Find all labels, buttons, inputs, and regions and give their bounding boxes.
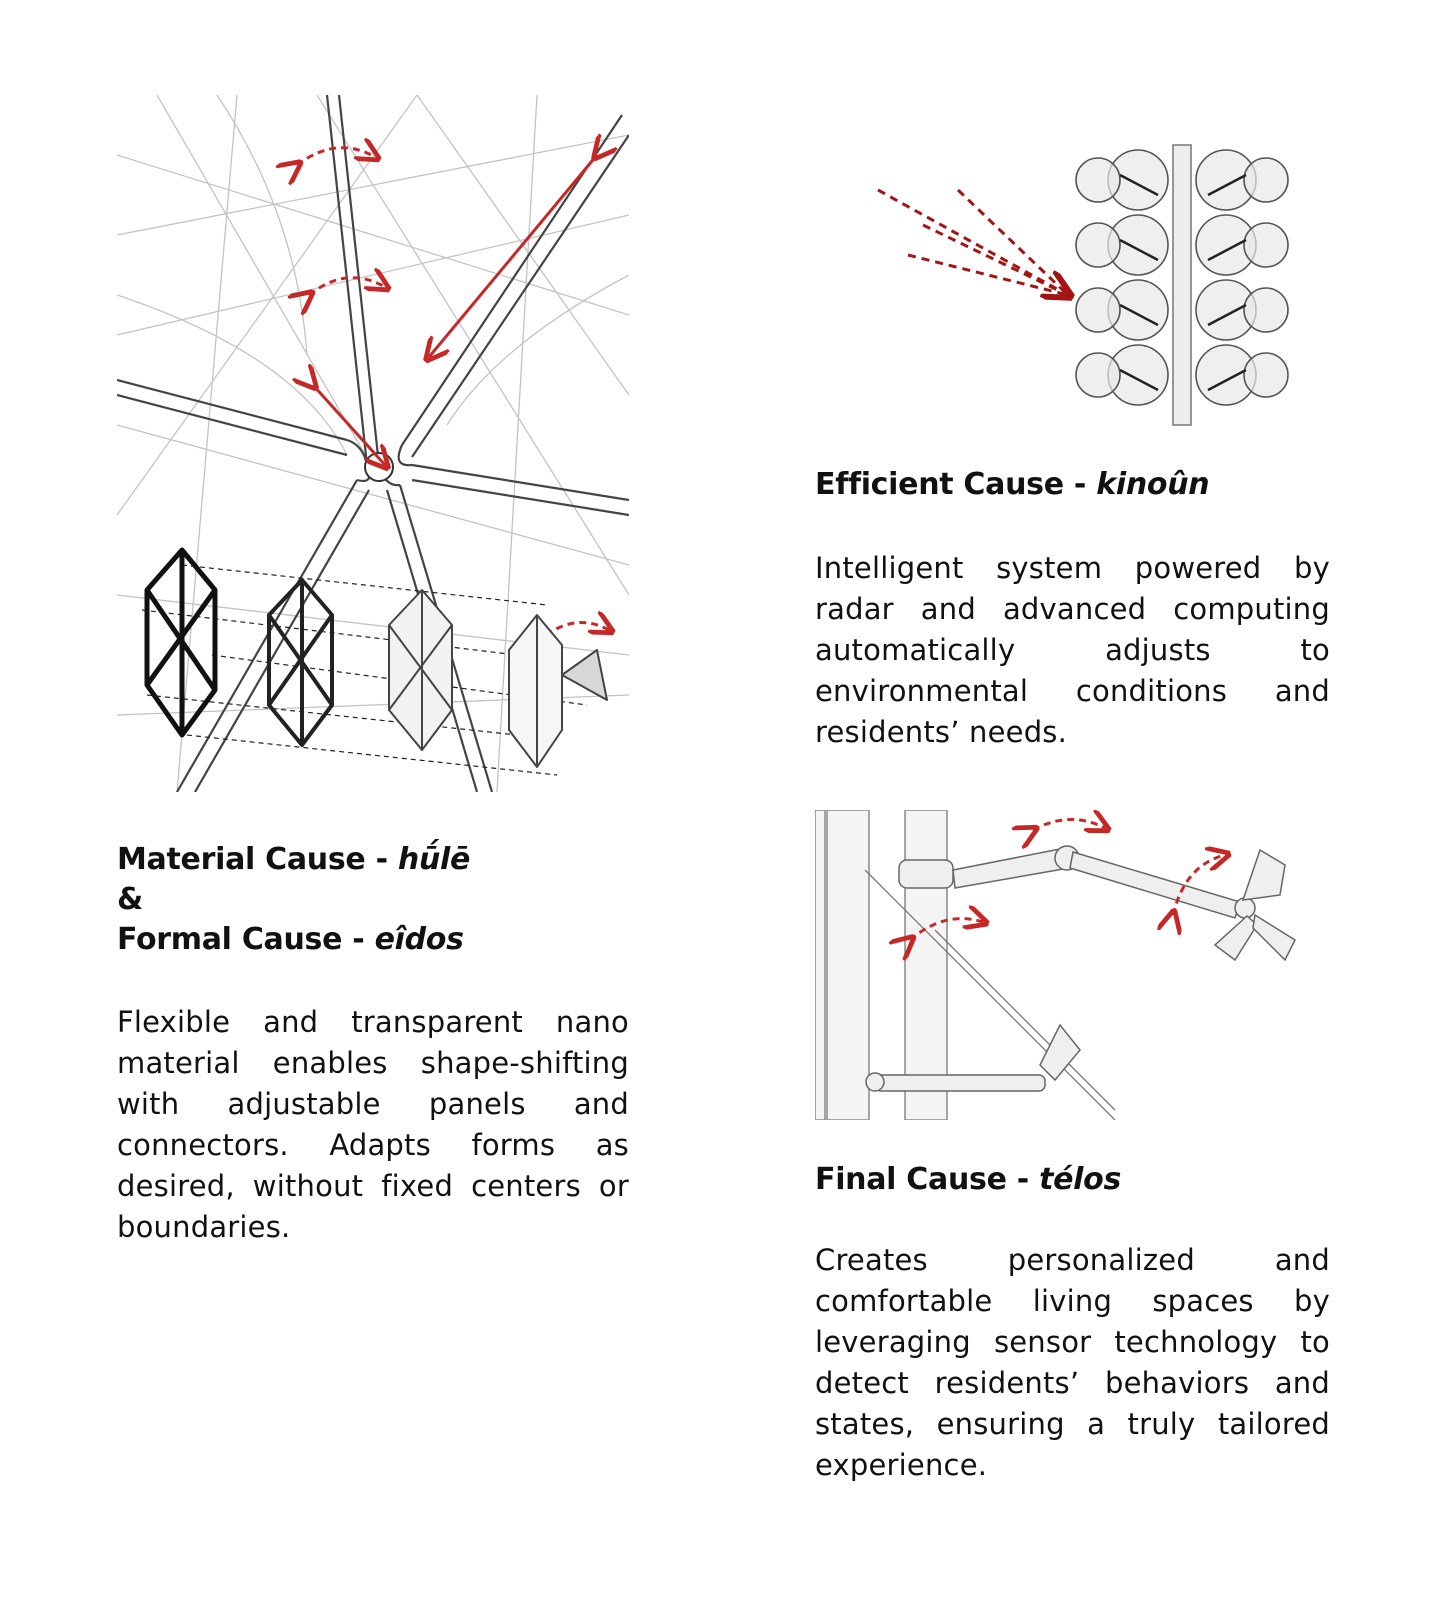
panel-frame-solid [144,547,218,738]
formal-cause-term: eîdos [374,922,464,957]
efficient-cause-heading: Efficient Cause - kinoûn [815,465,1210,505]
support-columns [815,810,948,1120]
rotation-arrow-icon [1033,819,1105,830]
sensor-arm-illustration [815,810,1330,1120]
panel-frame-outline [267,578,334,747]
ampersand: & [117,882,143,917]
efficient-cause-title: Efficient Cause - [815,467,1097,502]
sensor-column [1075,144,1289,426]
radar-beam-icon [877,188,1068,295]
material-structure-illustration [117,95,629,792]
rotation-arrow-icon [537,622,609,643]
rotation-arrow-icon [309,278,385,295]
double-arrow-icon [313,385,385,465]
final-cause-heading: Final Cause - télos [815,1160,1121,1200]
rotation-arrow-icon [1173,855,1225,915]
formal-cause-title: Formal Cause - [117,922,375,957]
material-formal-cause-heading: Material Cause - hū́lē & Formal Cause - … [117,840,470,960]
material-cause-title: Material Cause - [117,842,398,877]
radar-facade-illustration [868,135,1330,430]
final-cause-description: Creates personalized and comfortable liv… [815,1243,1330,1482]
material-cause-description: Flexible and transparent nano material e… [117,1005,629,1244]
panel-transparent [388,589,453,751]
rotation-arrow-icon [910,919,983,940]
efficient-cause-description: Intelligent system powered by radar and … [815,551,1330,749]
efficient-cause-term: kinoûn [1096,467,1210,502]
final-cause-title: Final Cause - [815,1162,1040,1197]
material-cause-term: hū́lē [397,842,471,877]
final-cause-term: télos [1039,1162,1122,1197]
double-arrow-icon [429,155,597,357]
panel-folding [508,614,608,768]
rotation-arrow-icon [297,148,375,165]
